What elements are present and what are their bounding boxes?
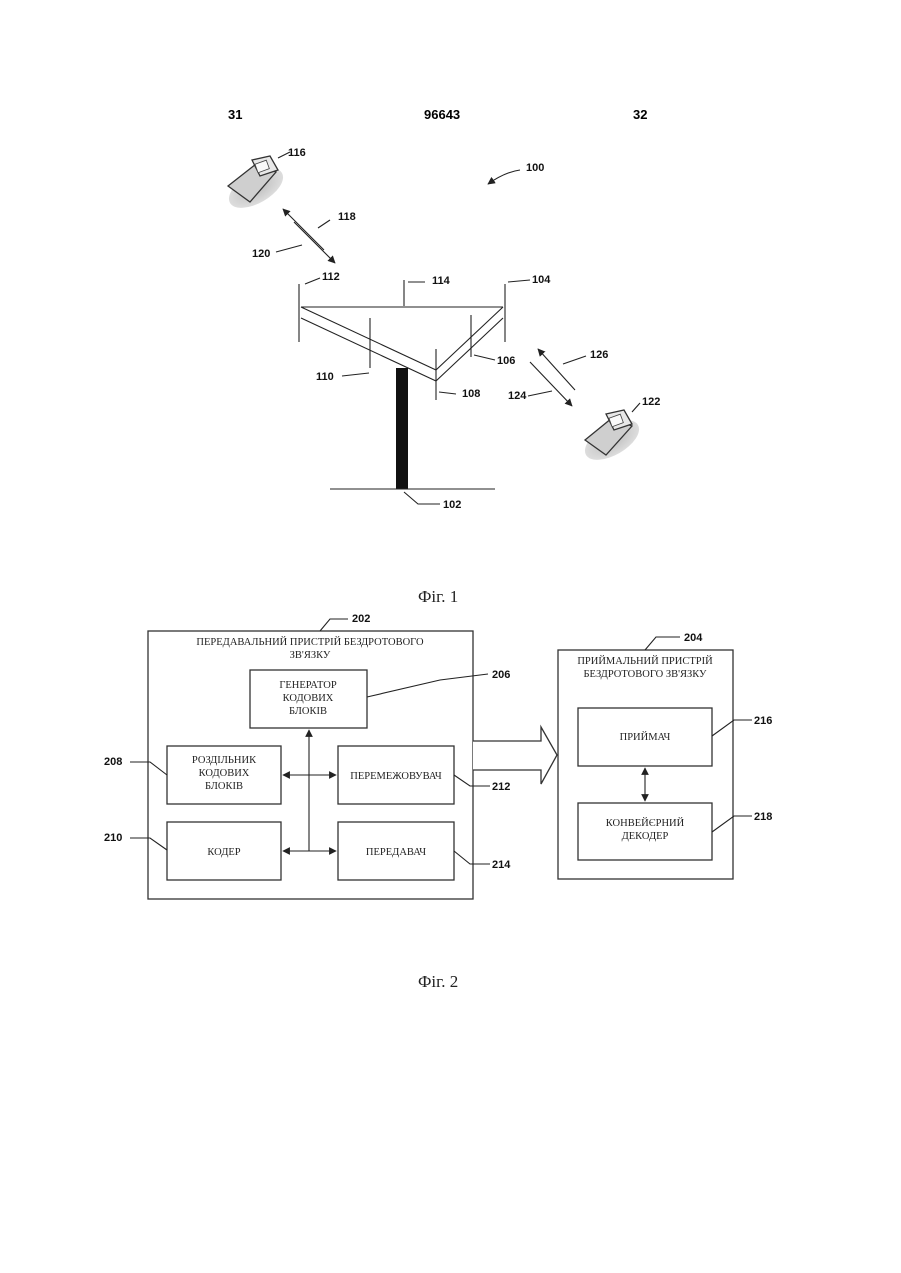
link-120-arrow (294, 222, 335, 263)
transmitter-label: ПЕРЕДАВАЧ (366, 847, 426, 858)
leader-104 (508, 280, 530, 282)
receiver-title-line2: БЕЗДРОТОВОГО ЗВ'ЯЗКУ (583, 669, 707, 680)
ref-114: 114 (432, 275, 451, 287)
ref-110: 110 (316, 371, 334, 383)
ref-100: 100 (526, 162, 544, 174)
figure-1-caption: Фіг. 1 (418, 587, 458, 606)
leader-218 (712, 816, 752, 832)
generator-line3: БЛОКІВ (289, 706, 327, 717)
leader-124 (528, 391, 552, 396)
leader-214 (454, 851, 490, 864)
link-118-arrow (283, 209, 324, 250)
figure-2: ПЕРЕДАВАЛЬНИЙ ПРИСТРІЙ БЕЗДРОТОВОГО ЗВ'Я… (104, 613, 772, 991)
splitter-line3: БЛОКІВ (205, 781, 243, 792)
ref-204: 204 (684, 632, 703, 644)
mobile-terminal-122-icon (579, 410, 646, 468)
ref-116: 116 (288, 147, 306, 159)
leader-202 (320, 619, 348, 631)
ref-102: 102 (443, 499, 461, 511)
ref-124: 124 (508, 390, 527, 402)
decoder-line1: КОНВЕЙЄРНИЙ (606, 817, 685, 829)
transmitter-title-line2: ЗВ'ЯЗКУ (290, 650, 331, 661)
leader-106 (474, 355, 495, 360)
receiver-label: ПРИЙМАЧ (620, 731, 671, 743)
leader-120 (276, 245, 302, 252)
ref-212: 212 (492, 781, 510, 793)
ref-208: 208 (104, 756, 122, 768)
leader-216 (712, 720, 752, 736)
leader-206 (367, 674, 488, 697)
ref-126: 126 (590, 349, 608, 361)
system-100-pointer (488, 170, 520, 184)
ref-112: 112 (322, 271, 340, 283)
receiver-device-box (558, 650, 733, 879)
figure-2-caption: Фіг. 2 (418, 972, 458, 991)
ref-216: 216 (754, 715, 772, 727)
generator-line2: КОДОВИХ (283, 693, 334, 704)
link-124-arrow (530, 362, 572, 406)
leader-118 (318, 220, 330, 228)
ref-218: 218 (754, 811, 772, 823)
link-126-arrow (538, 349, 575, 390)
generator-line1: ГЕНЕРАТОР (279, 680, 336, 691)
splitter-line1: РОЗДІЛЬНИК (192, 755, 257, 766)
ref-104: 104 (532, 274, 551, 286)
leader-110 (342, 373, 369, 376)
ref-206: 206 (492, 669, 510, 681)
ref-120: 120 (252, 248, 270, 260)
leader-122 (632, 403, 640, 412)
receiver-title-line1: ПРИЙМАЛЬНИЙ ПРИСТРІЙ (577, 655, 713, 667)
leader-126 (563, 356, 586, 364)
leader-212 (454, 775, 490, 786)
leader-204 (645, 637, 680, 650)
splitter-line2: КОДОВИХ (199, 768, 250, 779)
leader-102 (404, 492, 440, 504)
leader-108 (439, 392, 456, 394)
leader-112 (305, 278, 320, 284)
header-left-page-number: 31 (228, 107, 242, 122)
ref-106: 106 (497, 355, 515, 367)
ref-214: 214 (492, 859, 511, 871)
encoder-label: КОДЕР (207, 847, 240, 858)
mobile-terminal-116-icon (223, 156, 290, 216)
wireless-link-block-arrow (473, 727, 557, 784)
ref-210: 210 (104, 832, 122, 844)
decoder-line2: ДЕКОДЕР (622, 831, 669, 842)
tower-102 (396, 368, 408, 489)
ref-108: 108 (462, 388, 480, 400)
header-patent-number: 96643 (424, 107, 460, 122)
transmitter-title-line1: ПЕРЕДАВАЛЬНИЙ ПРИСТРІЙ БЕЗДРОТОВОГО (196, 636, 424, 648)
header-right-page-number: 32 (633, 107, 647, 122)
figure-1: 116 100 118 120 112 114 (223, 147, 661, 606)
interleaver-label: ПЕРЕМЕЖОВУВАЧ (350, 771, 442, 782)
ref-122: 122 (642, 396, 660, 408)
ref-202: 202 (352, 613, 370, 625)
ref-118: 118 (338, 211, 356, 223)
